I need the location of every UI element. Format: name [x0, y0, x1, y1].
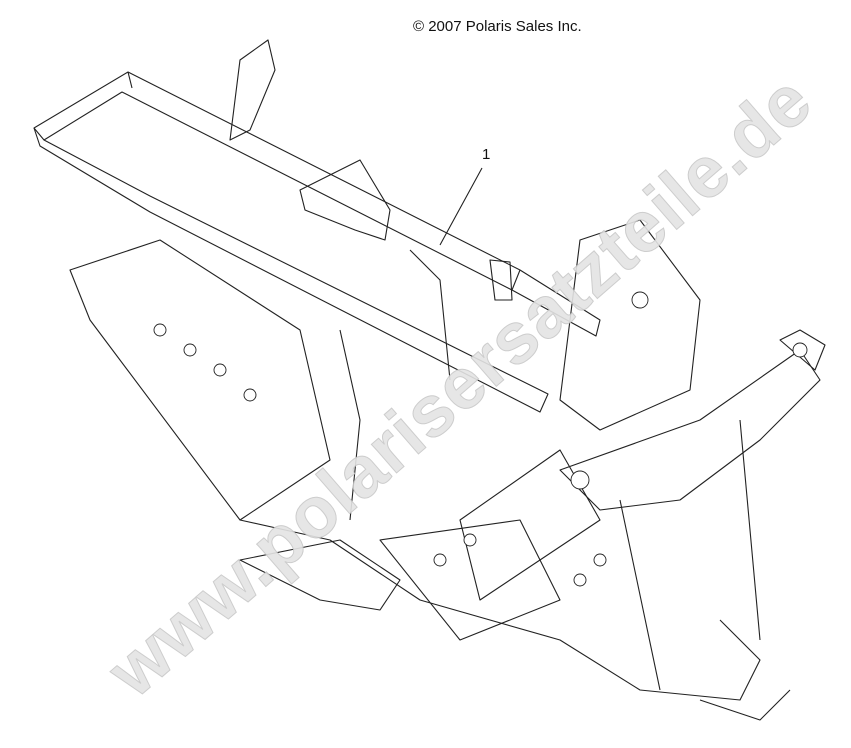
upper-frame-rails — [33, 39, 601, 413]
frame-holes — [153, 291, 808, 587]
copyright-notice: © 2007 Polaris Sales Inc. — [413, 18, 582, 35]
callout-label: 1 — [482, 146, 491, 163]
lower-chassis — [69, 219, 826, 721]
callout-leader-line — [439, 167, 483, 246]
